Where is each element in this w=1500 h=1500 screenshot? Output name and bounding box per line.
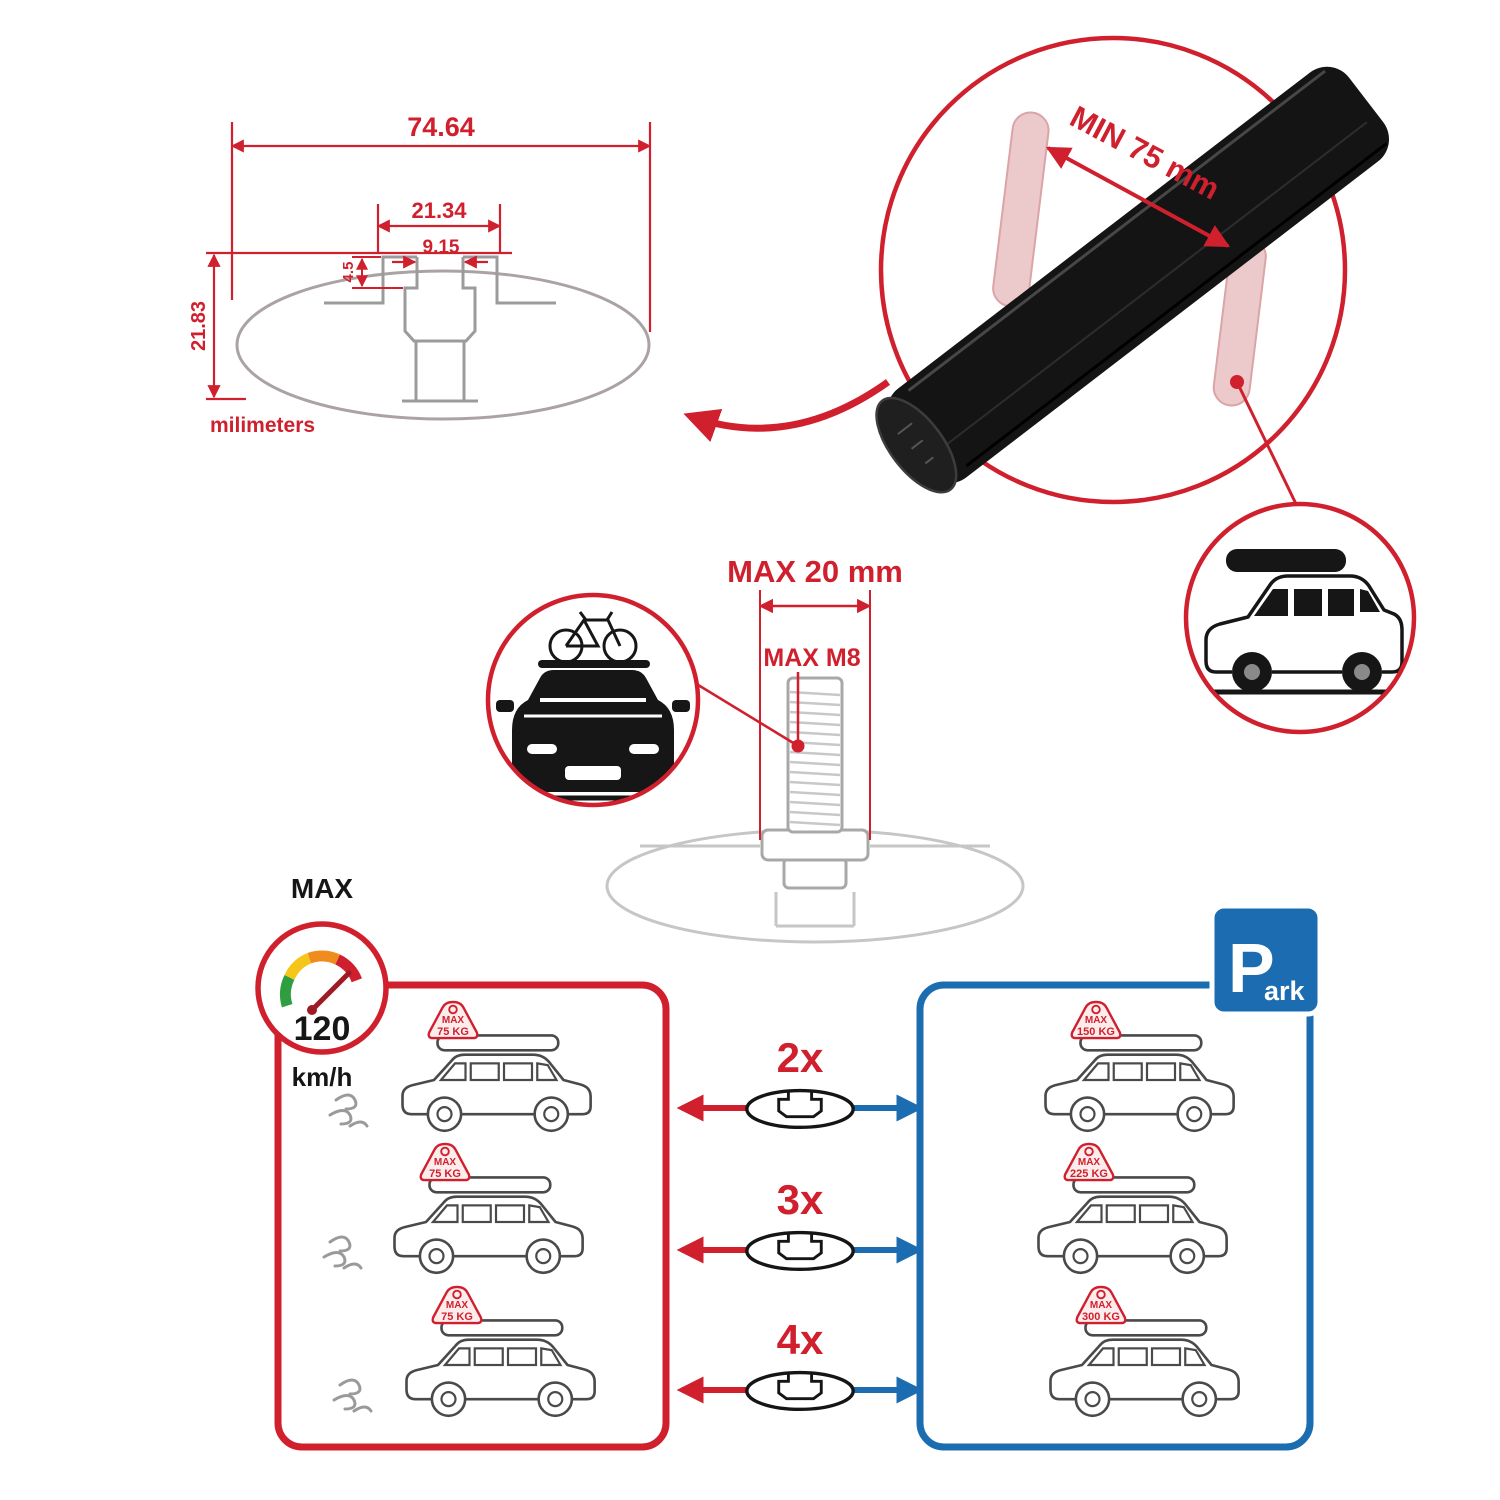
load-tag-4-line1: MAX: [1085, 1015, 1108, 1026]
load-tag-2-line1: MAX: [434, 1157, 457, 1168]
park-sign: P ark: [1209, 903, 1323, 1017]
gauge-arc-yellow: [284, 953, 312, 980]
headlight-left: [527, 744, 557, 754]
dim-label-total-width: 74.64: [407, 112, 475, 142]
suv-window-rear: [1360, 589, 1380, 612]
load-tag-6-line1: MAX: [1090, 1300, 1113, 1311]
grille-plate: [565, 766, 621, 780]
load-tag-2-line2: 75 KG: [429, 1168, 461, 1180]
park-sign-letter: P: [1228, 929, 1275, 1007]
parked-panel-box: [916, 981, 1314, 1451]
suv-roofbox-icon: [1195, 549, 1405, 695]
slot-channel-lines: [774, 892, 856, 928]
gauge-needle: [309, 970, 352, 1013]
suv-roofbox-badge: [1183, 501, 1417, 735]
bar-profile-ellipse: [235, 269, 651, 421]
headlight-right: [629, 744, 659, 754]
load-tag-4-line2: 150 KG: [1077, 1026, 1115, 1038]
detail-circle: [878, 35, 1348, 505]
speed-max-label: MAX: [291, 873, 354, 904]
mirror-left: [496, 700, 514, 712]
bar-end-section-lines: [897, 422, 934, 465]
bar-profile-stem: [402, 341, 478, 403]
units-label: milimeters: [210, 414, 315, 437]
park-sign-suffix: ark: [1264, 976, 1306, 1006]
pointer-arrow-to-drawing: [683, 379, 891, 442]
bar-count-label-2: 3x: [777, 1176, 824, 1223]
suv-window-2: [1328, 589, 1354, 616]
suv-hub-rear: [1354, 664, 1370, 680]
bolt-max-width-label: MAX 20 mm: [727, 554, 903, 589]
min-span-arrow: [1045, 146, 1231, 248]
suv-window-1: [1294, 589, 1322, 616]
bar-profile-channel: [403, 257, 477, 343]
dimension-drawing: 74.64 21.34 9.15 4.5 21.83 milimeters: [188, 112, 652, 437]
dim-label-channel-width: 21.34: [411, 198, 467, 223]
bar-midline: [944, 121, 1368, 447]
load-tag-5-line1: MAX: [1078, 1157, 1101, 1168]
bar-count-rows: 2x 3x 4x: [676, 1034, 924, 1412]
driving-panel: MAX 75 KG MAX 75 KG MAX 75 KG: [322, 1000, 596, 1418]
bar-count-label-1: 2x: [777, 1034, 824, 1081]
parked-panel: MAX 150 KG MAX 225 KG MAX 300 KG: [1037, 1000, 1240, 1418]
bike-frame: [564, 611, 622, 648]
bolt-threads: [789, 690, 841, 827]
load-tag-1-line1: MAX: [442, 1015, 465, 1026]
load-tag-3-line1: MAX: [446, 1300, 469, 1311]
crossbar-cross-section-icon: [745, 1230, 855, 1272]
bar-body: [887, 66, 1390, 484]
bar-profile-block: [324, 255, 556, 305]
speed-value: 120: [294, 1010, 351, 1048]
driving-panel-box: [274, 981, 670, 1451]
crossbar-cross-section-icon: [745, 1088, 855, 1130]
speed-limit-gauge: MAX 120 km/h: [255, 873, 389, 1092]
load-tag-3-line2: 75 KG: [441, 1311, 473, 1323]
dim-ext-lip-depth: [352, 256, 403, 289]
crossbar-render: MIN 75 mm: [875, 35, 1390, 507]
bolt-diagram: MAX 20 mm MAX M8: [605, 554, 1025, 944]
roof-box: [1226, 549, 1346, 572]
bolt-flange: [760, 828, 870, 862]
gauge-arc-red: [334, 954, 362, 983]
bike-car-badge: [485, 592, 701, 808]
dim-label-lip-depth: 4.5: [340, 262, 357, 283]
suv-hub-front: [1244, 664, 1260, 680]
suv-windshield: [1254, 589, 1288, 616]
leader-from-bike-badge: [689, 678, 796, 746]
gauge-pivot: [307, 1005, 317, 1015]
speed-units: km/h: [292, 1062, 353, 1092]
load-tag-6-line2: 300 KG: [1082, 1311, 1120, 1323]
dim-label-slot-width: 9.15: [423, 237, 460, 258]
parking-sign-icon: [1209, 903, 1323, 1017]
gauge-icon: [255, 921, 389, 1055]
bar-count-label-3: 4x: [777, 1316, 824, 1363]
bolt-anchor-dot: [791, 739, 805, 753]
gauge-arc-green: [279, 974, 295, 1008]
car-front-with-bike-icon: [495, 611, 692, 801]
bolt-stem: [782, 856, 848, 890]
crossbar-bar: [875, 66, 1390, 494]
gauge-arc-orange: [307, 950, 340, 965]
load-tag-5-line2: 225 KG: [1070, 1168, 1108, 1180]
min-span-label: MIN 75 mm: [1064, 99, 1225, 207]
leader-to-suv-circle: [1235, 381, 1299, 507]
mirror-right: [672, 700, 690, 712]
dim-ext-bolt-width: [759, 590, 871, 840]
bar-groove: [965, 142, 1388, 468]
bolt-max-thread-label: MAX M8: [763, 644, 860, 672]
load-tag-1-line2: 75 KG: [437, 1026, 469, 1038]
roof-crossbar: [538, 660, 650, 668]
crossbar-cross-section-icon: [745, 1370, 855, 1412]
dim-label-bar-height: 21.83: [188, 301, 210, 351]
dim-ext-bar-height: [206, 251, 512, 401]
